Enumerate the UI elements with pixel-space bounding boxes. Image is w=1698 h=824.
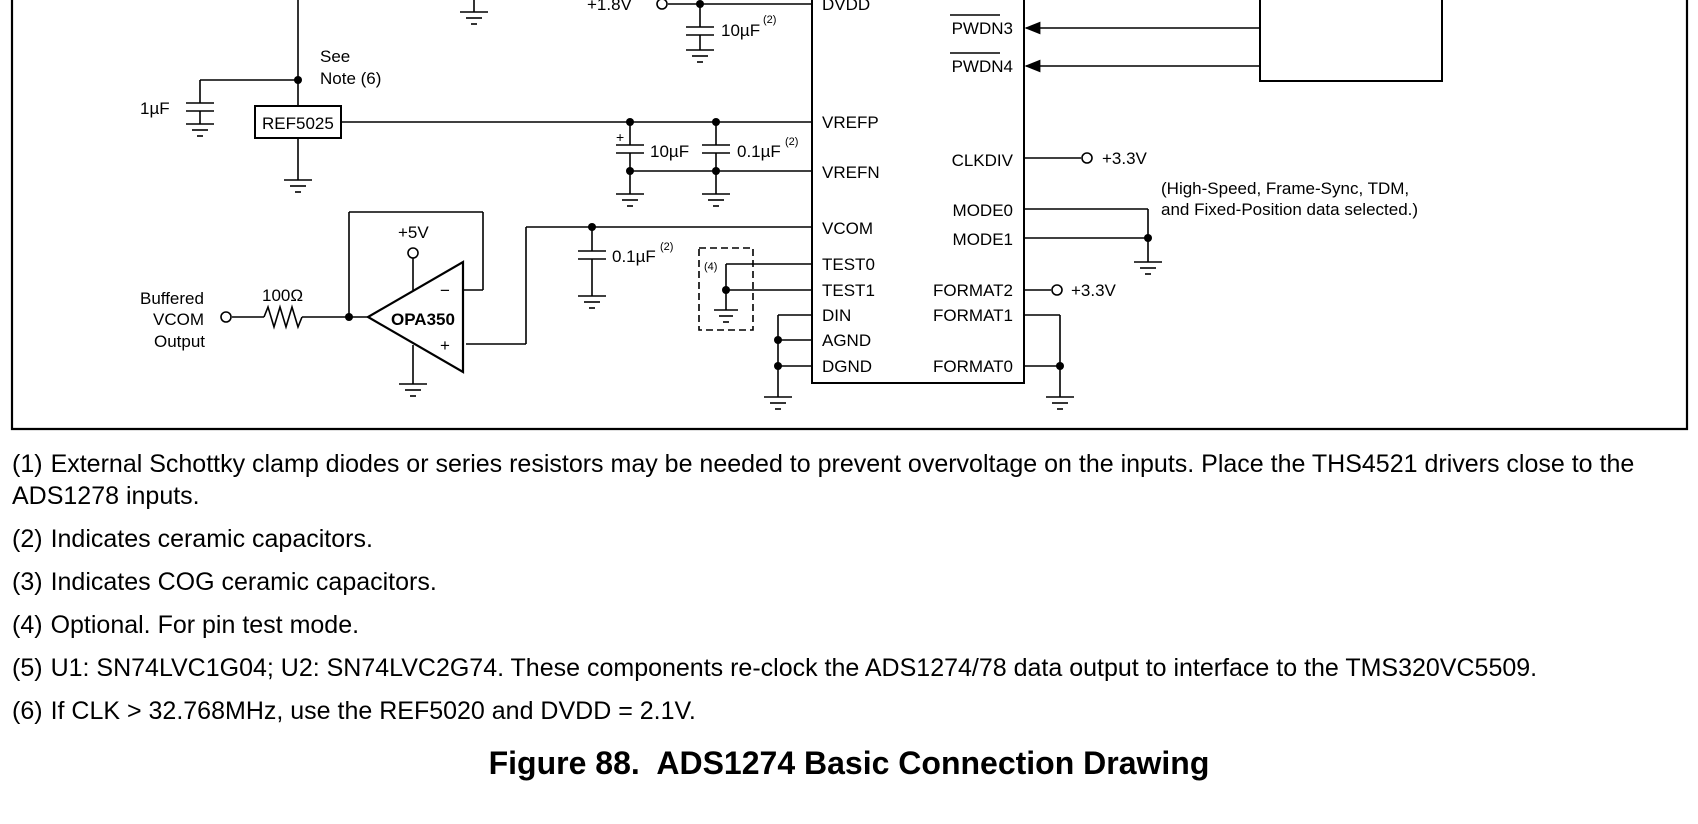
buffered-line3: Output xyxy=(154,332,205,351)
buffered-line1: Buffered xyxy=(140,289,204,308)
footnote-3: (3)Indicates COG ceramic capacitors. xyxy=(12,566,1692,598)
vcom-cap-label: 0.1µF xyxy=(612,247,656,266)
footnote-4: (4)Optional. For pin test mode. xyxy=(12,609,1692,641)
pin-format2: FORMAT2 xyxy=(933,281,1013,300)
opamp-minus: − xyxy=(440,281,450,300)
pin-din: DIN xyxy=(822,306,851,325)
pin-vrefp: VREFP xyxy=(822,113,879,132)
mode-note-line2: and Fixed-Position data selected.) xyxy=(1161,200,1418,219)
footnote-text: Indicates ceramic capacitors. xyxy=(50,525,373,553)
diagram-frame xyxy=(10,0,1689,431)
pin-vcom: VCOM xyxy=(822,219,873,238)
pin-clkdiv: CLKDIV xyxy=(952,151,1014,170)
pin-mode1: MODE1 xyxy=(953,230,1013,249)
footnote-text: External Schottky clamp diodes or series… xyxy=(12,450,1635,510)
footnote-number: (1) xyxy=(12,450,43,478)
schematic-diagram: +1.8V 10µF (2) See Note (6) 1µF REF5025 … xyxy=(10,0,1689,431)
buffered-line2: VCOM xyxy=(153,310,204,329)
footnote-2: (2)Indicates ceramic capacitors. xyxy=(12,523,1692,555)
pin-mode0: MODE0 xyxy=(953,201,1013,220)
cap-1u-label: 1µF xyxy=(140,99,170,118)
footnote-1: (1)External Schottky clamp diodes or ser… xyxy=(12,448,1692,512)
dvdd-cap-label: 10µF xyxy=(721,21,760,40)
pin-format1: FORMAT1 xyxy=(933,306,1013,325)
pin-dgnd: DGND xyxy=(822,357,872,376)
vref-elec-cap-label: 10µF xyxy=(650,142,689,161)
see-note-line1: See xyxy=(320,47,350,66)
footnote-5: (5)U1: SN74LVC1G04; U2: SN74LVC2G74. The… xyxy=(12,652,1692,684)
pin-dvdd: DVDD xyxy=(822,0,870,14)
elec-plus-label: + xyxy=(616,129,624,145)
footnote-text: Optional. For pin test mode. xyxy=(50,611,360,639)
ref5025-label: REF5025 xyxy=(262,114,334,133)
v18-label: +1.8V xyxy=(587,0,633,14)
figure-caption: Figure 88. ADS1274 Basic Connection Draw… xyxy=(488,745,1210,781)
opamp-plus: + xyxy=(440,336,450,355)
footnote-text: U1: SN74LVC1G04; U2: SN74LVC2G74. These … xyxy=(50,654,1538,682)
clkdiv-voltage: +3.3V xyxy=(1102,149,1148,168)
res-100-label: 100Ω xyxy=(262,286,303,305)
footnotes: (1)External Schottky clamp diodes or ser… xyxy=(12,448,1692,738)
vref-cer-cap-label: 0.1µF xyxy=(737,142,781,161)
pin-test1: TEST1 xyxy=(822,281,875,300)
footnote-text: If CLK > 32.768MHz, use the REF5020 and … xyxy=(50,697,696,725)
footnote-number: (2) xyxy=(12,525,43,553)
test-optional-box xyxy=(698,247,754,331)
vref-cer-cap-note: (2) xyxy=(785,136,798,148)
footnote-6: (6)If CLK > 32.768MHz, use the REF5020 a… xyxy=(12,695,1692,727)
mode-note-line1: (High-Speed, Frame-Sync, TDM, xyxy=(1161,179,1409,198)
pin-test0: TEST0 xyxy=(822,255,875,274)
pin-format0: FORMAT0 xyxy=(933,357,1013,376)
vcom-cap-note: (2) xyxy=(660,241,673,253)
note4-mark: (4) xyxy=(704,261,717,273)
see-note-line2: Note (6) xyxy=(320,69,381,88)
opa350-triangle xyxy=(365,260,465,374)
footnote-number: (5) xyxy=(12,654,43,682)
pin-vrefn: VREFN xyxy=(822,163,880,182)
pin-pwdn4: PWDN4 xyxy=(952,57,1013,76)
pin-pwdn3: PWDN3 xyxy=(952,19,1013,38)
opa350-label: OPA350 xyxy=(391,310,455,329)
format2-voltage: +3.3V xyxy=(1071,281,1117,300)
footnote-number: (6) xyxy=(12,697,43,725)
dvdd-cap-note: (2) xyxy=(763,14,776,26)
pin-agnd: AGND xyxy=(822,331,871,350)
footnote-number: (3) xyxy=(12,568,43,596)
ic-body xyxy=(811,0,1025,384)
logic-block xyxy=(1259,0,1443,82)
footnote-number: (4) xyxy=(12,611,43,639)
plus5v-label: +5V xyxy=(398,223,429,242)
footnote-text: Indicates COG ceramic capacitors. xyxy=(50,568,437,596)
